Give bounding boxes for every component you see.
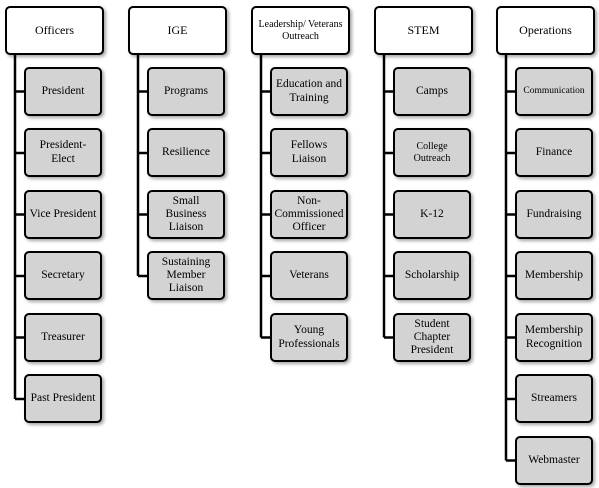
node-programs: Programs: [147, 67, 225, 116]
node-college-outreach: College Outreach: [393, 128, 471, 177]
node-scholarship: Scholarship: [393, 251, 471, 300]
node-non-commissioned-officer: Non-Commissioned Officer: [270, 190, 348, 239]
node-veterans: Veterans: [270, 251, 348, 300]
node-treasurer: Treasurer: [24, 313, 102, 362]
node-sustaining-member-liaison: Sustaining Member Liaison: [147, 251, 225, 300]
node-membership-recognition: Membership Recognition: [515, 313, 593, 362]
node-education-and-training: Education and Training: [270, 67, 348, 116]
node-streamers: Streamers: [515, 374, 593, 423]
node-k-12: K-12: [393, 190, 471, 239]
node-president-elect: President-Elect: [24, 128, 102, 177]
node-fundraising: Fundraising: [515, 190, 593, 239]
node-finance: Finance: [515, 128, 593, 177]
node-communication: Communication: [515, 67, 593, 116]
node-secretary: Secretary: [24, 251, 102, 300]
node-past-president: Past President: [24, 374, 102, 423]
head-leadership-veterans-outreach: Leadership/ Veterans Outreach: [251, 6, 350, 55]
node-webmaster: Webmaster: [515, 436, 593, 485]
node-resilience: Resilience: [147, 128, 225, 177]
node-student-chapter-president: Student Chapter President: [393, 313, 471, 362]
head-operations: Operations: [496, 6, 595, 55]
node-fellows-liaison: Fellows Liaison: [270, 128, 348, 177]
node-small-business-liaison: Small Business Liaison: [147, 190, 225, 239]
node-young-professionals: Young Professionals: [270, 313, 348, 362]
node-membership: Membership: [515, 251, 593, 300]
head-stem: STEM: [374, 6, 473, 55]
head-ige: IGE: [128, 6, 227, 55]
node-vice-president: Vice President: [24, 190, 102, 239]
node-president: President: [24, 67, 102, 116]
node-camps: Camps: [393, 67, 471, 116]
head-officers: Officers: [5, 6, 104, 55]
